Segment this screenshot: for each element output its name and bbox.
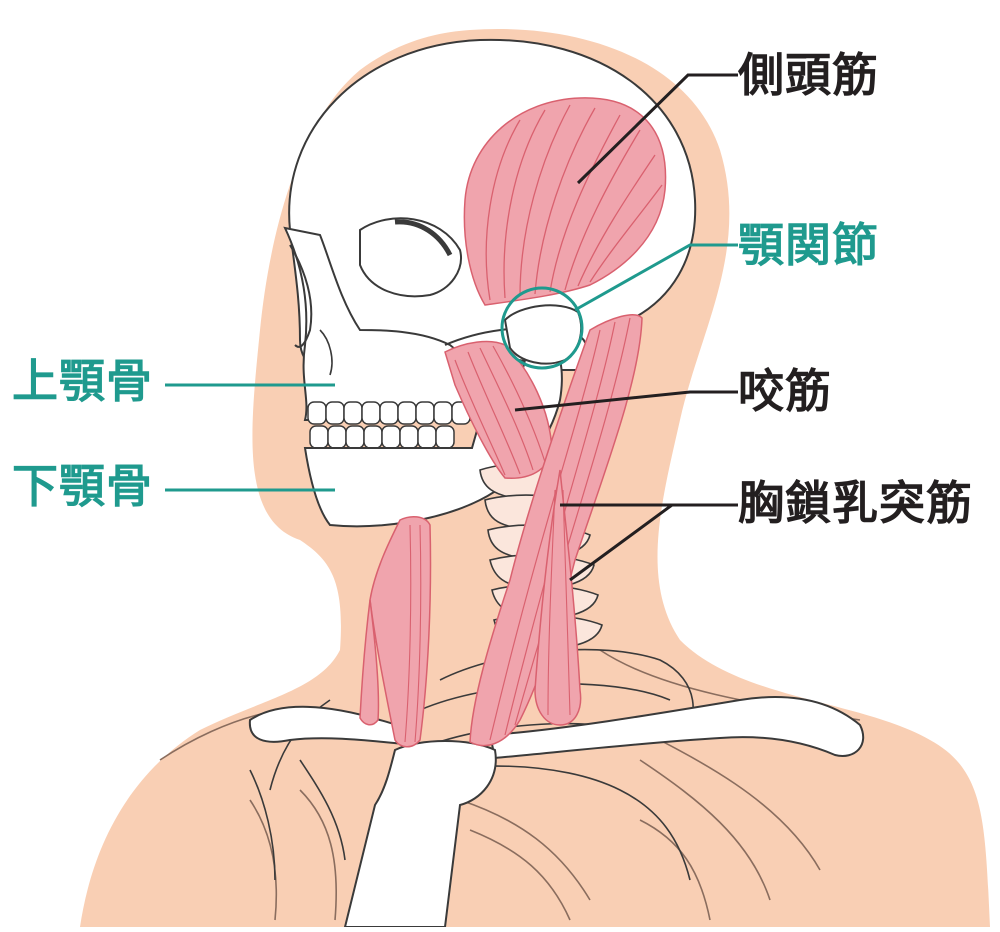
label-maxilla: 上顎骨 (12, 354, 153, 408)
nasal-cavity (289, 244, 313, 348)
sternocleidomastoid-right (469, 314, 643, 747)
leader-lines (165, 73, 738, 582)
tmj-highlight-circle (500, 286, 584, 370)
sternum (343, 740, 497, 928)
leader-masseter (514, 390, 738, 412)
upper-teeth (307, 401, 471, 425)
label-masseter: 咬筋 (738, 364, 832, 418)
masseter-muscle (444, 340, 553, 479)
label-temporalis: 側頭筋 (738, 48, 879, 102)
clavicle-right (488, 696, 865, 760)
label-tmj: 顎関節 (738, 218, 879, 272)
eye-socket-shadow (394, 219, 453, 257)
sternocleidomastoid-left (359, 515, 432, 748)
label-mandible: 下顎骨 (12, 459, 153, 513)
label-scm: 胸鎖乳突筋 (738, 476, 973, 530)
leader-temporalis (576, 73, 738, 185)
lower-teeth (309, 425, 455, 449)
temporalis-muscle (463, 97, 667, 306)
leader-tmj (574, 243, 738, 312)
